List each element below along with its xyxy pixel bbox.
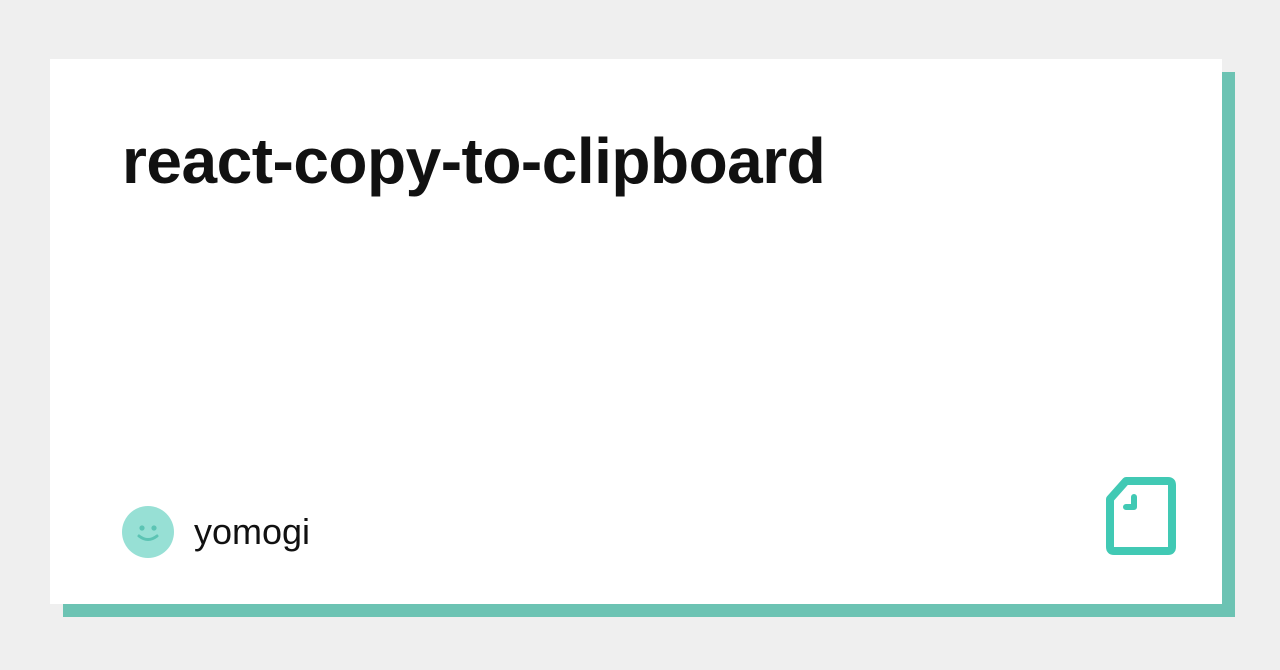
author-info: yomogi bbox=[122, 506, 310, 558]
avatar bbox=[122, 506, 174, 558]
author-name: yomogi bbox=[194, 511, 311, 552]
smiley-face-icon bbox=[137, 525, 159, 541]
note-document-icon bbox=[1106, 477, 1176, 555]
og-card: react-copy-to-clipboard yomogi bbox=[50, 59, 1222, 604]
article-title: react-copy-to-clipboard bbox=[122, 125, 826, 197]
